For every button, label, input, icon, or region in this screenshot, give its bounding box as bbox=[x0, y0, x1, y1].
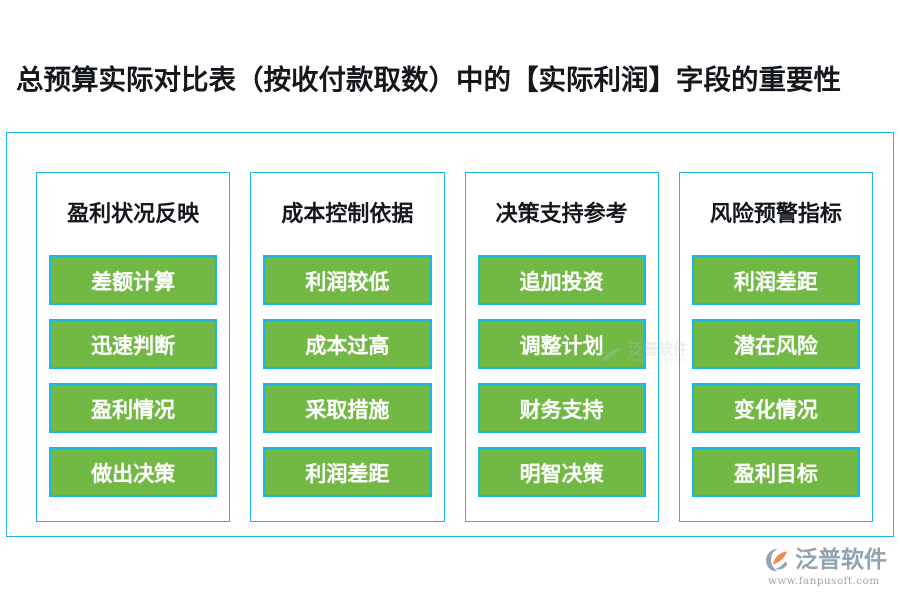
column-header: 风险预警指标 bbox=[709, 201, 842, 227]
item-box[interactable]: 潜在风险 bbox=[691, 319, 860, 369]
column-item-list: 差额计算 迅速判断 盈利情况 做出决策 bbox=[49, 255, 218, 509]
column-header: 盈利状况反映 bbox=[67, 201, 200, 227]
column-item-list: 追加投资 调整计划 财务支持 明智决策 bbox=[477, 255, 646, 509]
item-box[interactable]: 追加投资 bbox=[477, 255, 646, 305]
item-box[interactable]: 做出决策 bbox=[49, 447, 218, 497]
item-box[interactable]: 利润较低 bbox=[263, 255, 432, 305]
column-item-list: 利润较低 成本过高 采取措施 利润差距 bbox=[263, 255, 432, 509]
column-header: 成本控制依据 bbox=[281, 201, 414, 227]
item-box[interactable]: 利润差距 bbox=[691, 255, 860, 305]
page-title: 总预算实际对比表（按收付款取数）中的【实际利润】字段的重要性 bbox=[16, 64, 841, 96]
item-box[interactable]: 盈利情况 bbox=[49, 383, 218, 433]
item-box[interactable]: 明智决策 bbox=[477, 447, 646, 497]
column-cost-control: 成本控制依据 利润较低 成本过高 采取措施 利润差距 bbox=[250, 172, 445, 522]
column-header: 决策支持参考 bbox=[495, 201, 628, 227]
item-box[interactable]: 变化情况 bbox=[691, 383, 860, 433]
column-item-list: 利润差距 潜在风险 变化情况 盈利目标 bbox=[691, 255, 860, 509]
outer-frame bbox=[6, 132, 894, 537]
item-box[interactable]: 成本过高 bbox=[263, 319, 432, 369]
column-profit-status: 盈利状况反映 差额计算 迅速判断 盈利情况 做出决策 bbox=[36, 172, 231, 522]
logo-url: www.fanpusoft.com bbox=[768, 575, 880, 587]
column-group: 盈利状况反映 差额计算 迅速判断 盈利情况 做出决策 成本控制依据 利润较低 成… bbox=[36, 172, 873, 522]
fanpu-swoosh-icon bbox=[764, 546, 792, 574]
item-box[interactable]: 财务支持 bbox=[477, 383, 646, 433]
item-box[interactable]: 采取措施 bbox=[263, 383, 432, 433]
column-decision-support: 决策支持参考 追加投资 调整计划 财务支持 明智决策 bbox=[464, 172, 659, 522]
logo-row: 泛普软件 bbox=[764, 546, 887, 574]
logo-name: 泛普软件 bbox=[795, 547, 887, 573]
item-box[interactable]: 差额计算 bbox=[49, 255, 218, 305]
item-box[interactable]: 迅速判断 bbox=[49, 319, 218, 369]
item-box[interactable]: 盈利目标 bbox=[691, 447, 860, 497]
item-box[interactable]: 利润差距 bbox=[263, 447, 432, 497]
column-risk-warning: 风险预警指标 利润差距 潜在风险 变化情况 盈利目标 bbox=[678, 172, 873, 522]
item-box[interactable]: 调整计划 bbox=[477, 319, 646, 369]
brand-logo: 泛普软件 www.fanpusoft.com bbox=[764, 546, 894, 592]
